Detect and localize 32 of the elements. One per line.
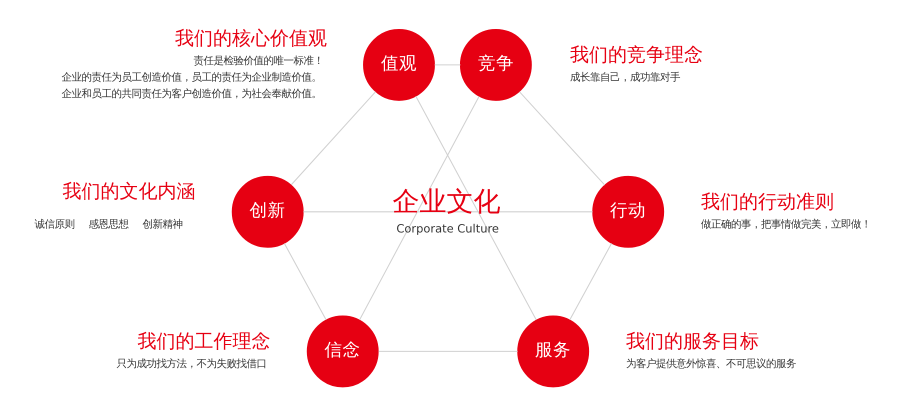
node-label: 我们的服务目标 [626, 332, 760, 353]
node-label: 我们的行动准则 [701, 192, 834, 214]
node-circle: 值观 [363, 28, 435, 101]
node-label: 我们的核心价值观 [174, 28, 327, 50]
node-label: 责任是检验价值的唯一标准！ [194, 54, 324, 67]
node-circle: 服务 [517, 315, 590, 388]
node-label: 只为成功找方法，不为失败找借口 [116, 358, 267, 370]
connector [291, 91, 376, 185]
connector [378, 350, 518, 352]
node-label: 成长靠自己，成功靠对手 [570, 72, 680, 84]
label: Corporate Culture [396, 221, 499, 236]
connector [519, 91, 606, 186]
node-circle: 创新 [232, 176, 304, 248]
node-label: 做正确的事，把事情做完美，立即做！ [701, 218, 872, 230]
connector [434, 64, 460, 66]
node-label: 我们的竞争理念 [570, 45, 703, 66]
label: 企业文化 [392, 186, 501, 218]
node-label: 感恩思想 [88, 218, 129, 230]
node-label: 为客户提供意外惊喜、不可思议的服务 [626, 358, 796, 370]
connector [284, 243, 327, 320]
node-label: 创新精神 [142, 218, 183, 230]
connector [359, 96, 480, 320]
node-label: 诚信原则 [34, 218, 74, 230]
node-label: 我们的文化内涵 [62, 182, 196, 203]
node-label: 企业和员工的共同责任为客户创造价值，为社会奉献价值。 [61, 88, 322, 100]
node-label: 我们的工作理念 [137, 332, 270, 353]
node-circle: 信念 [306, 315, 379, 388]
node-circle: 竞争 [460, 28, 532, 101]
node-label: 企业的责任为员工创造价值，员工的责任为企业制造价值。 [61, 72, 322, 84]
node-circle: 行动 [592, 176, 664, 248]
connector [415, 96, 537, 320]
connector [569, 243, 612, 320]
